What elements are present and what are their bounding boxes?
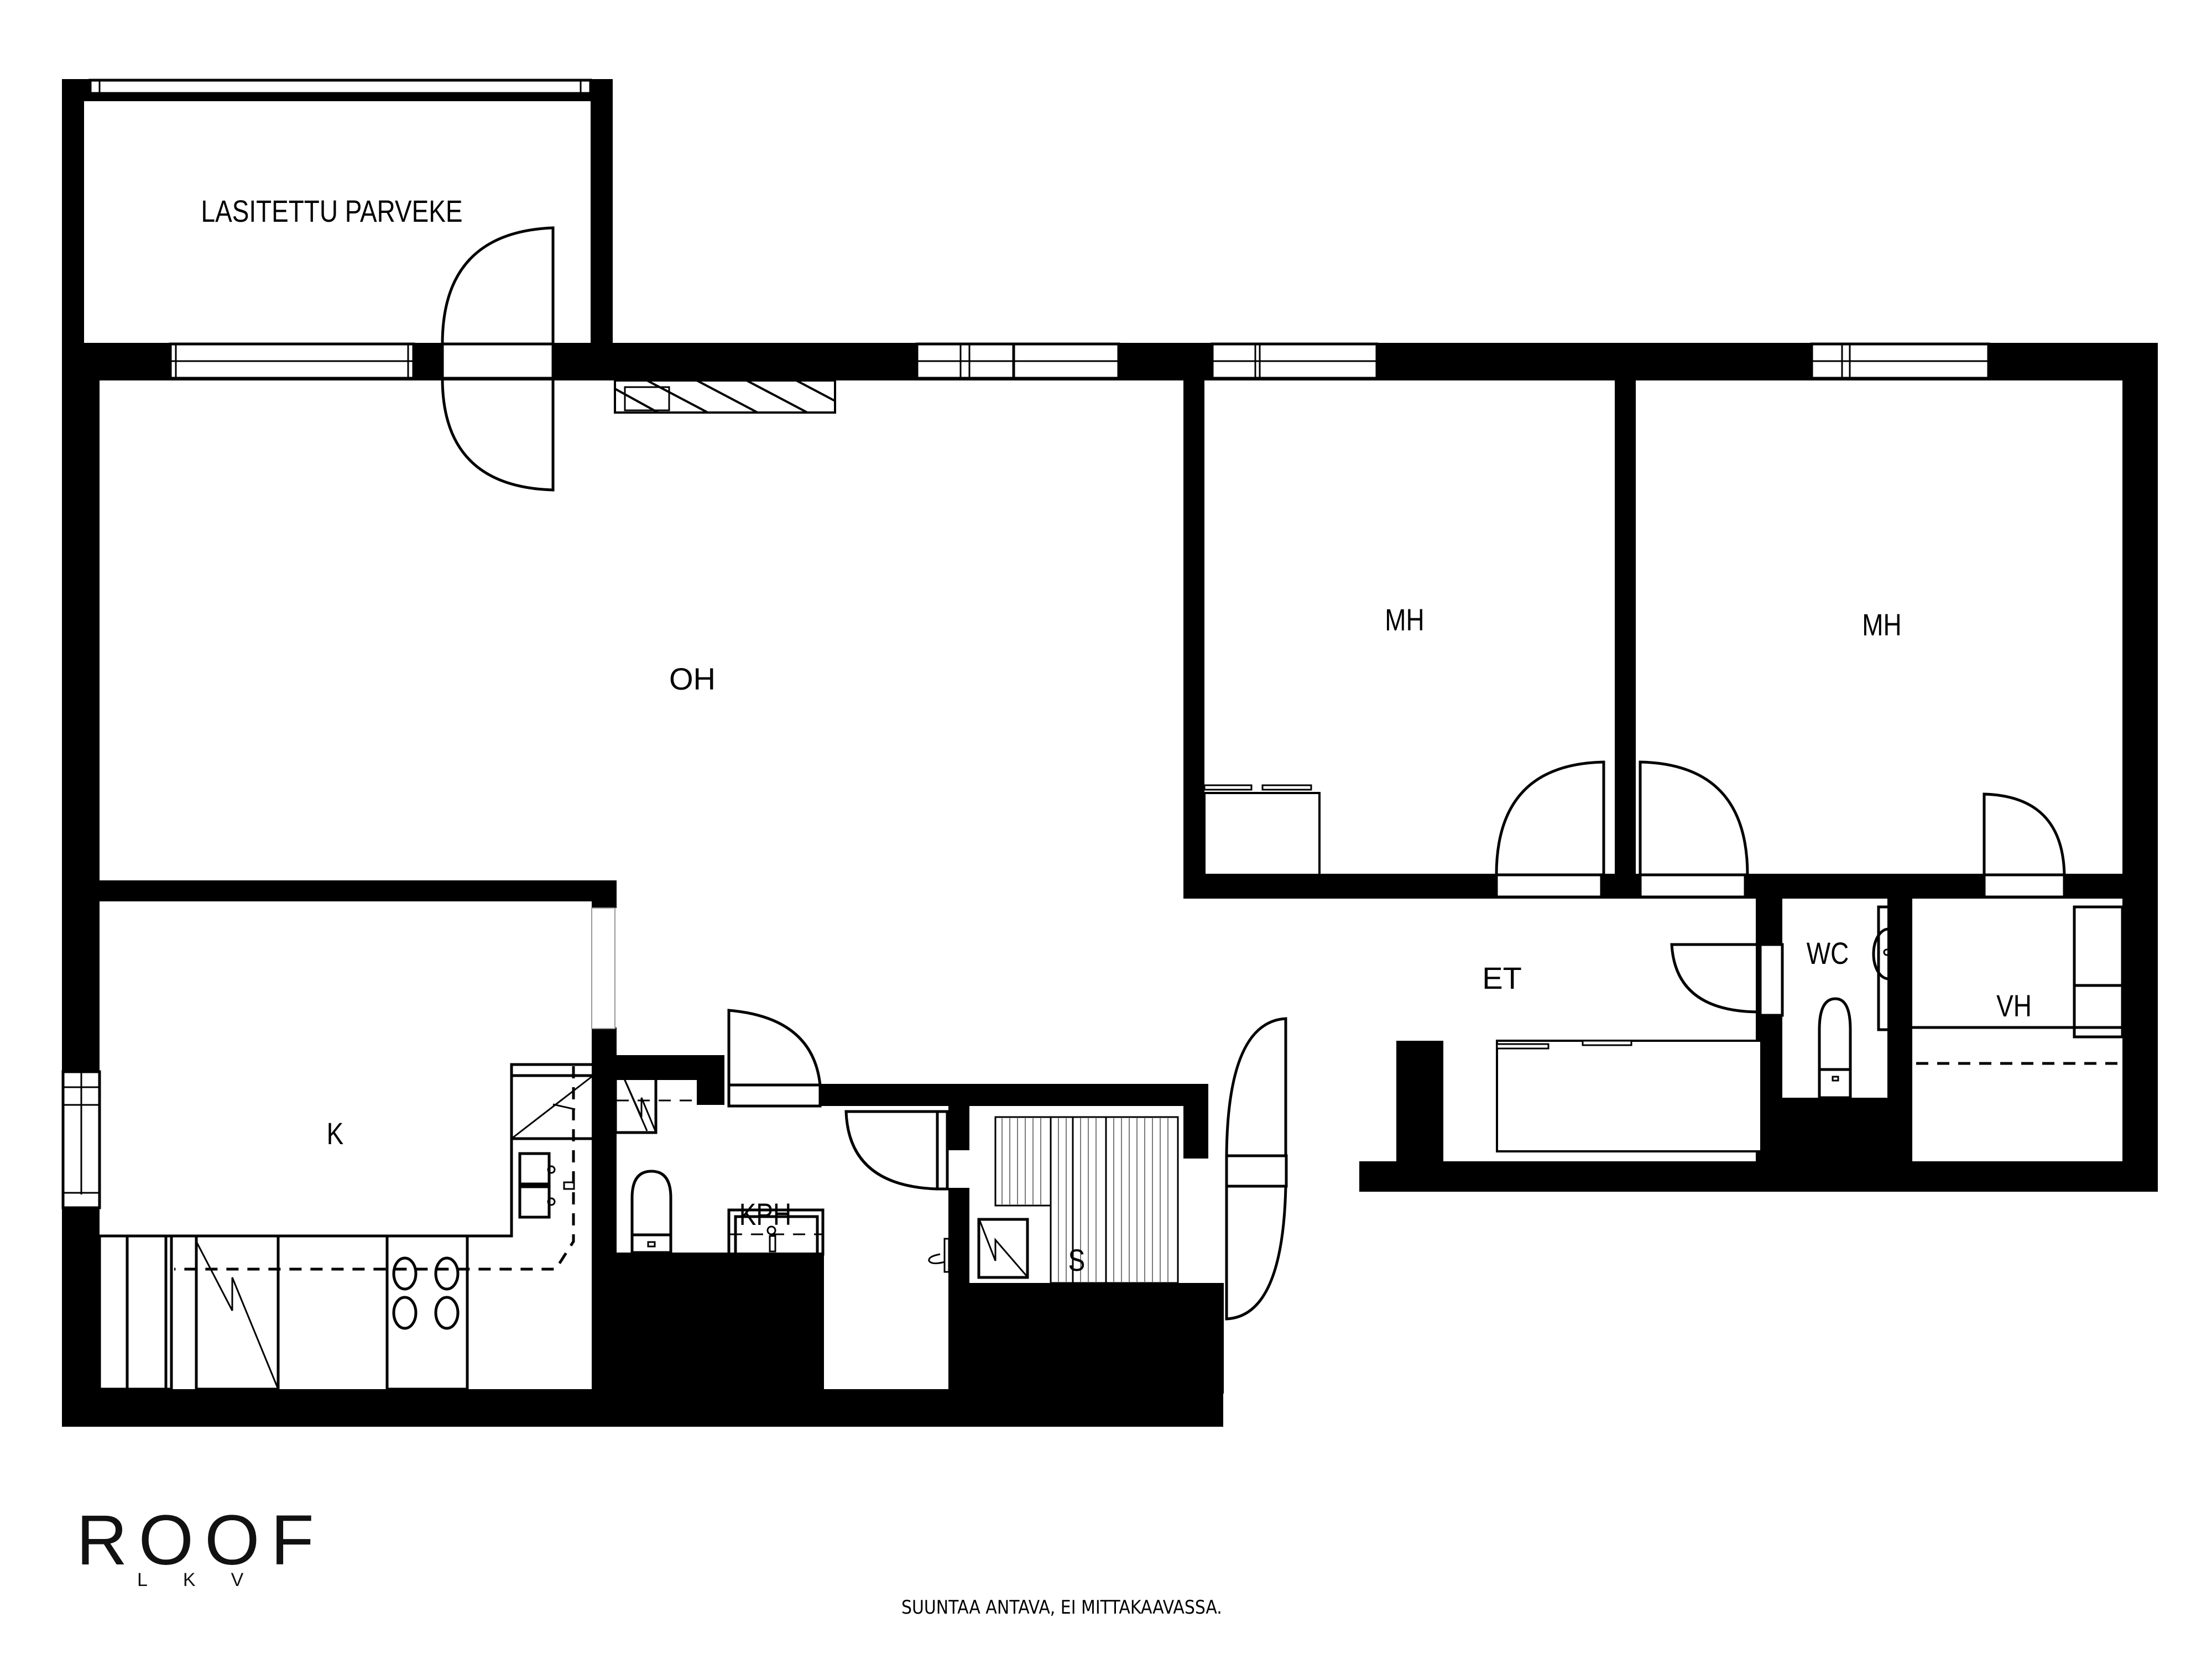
- window-icon: [915, 342, 1015, 380]
- brand-logo-subtitle: LKV: [137, 1569, 279, 1590]
- room-label-toilet: WC: [1806, 936, 1849, 971]
- appliance-icon: [511, 1076, 592, 1140]
- brand-logo: ROOF: [76, 1501, 325, 1580]
- wardrobe-icon: [1912, 905, 2124, 1065]
- room-label-bedroom-2: MH: [1862, 607, 1902, 642]
- toilet-icon: [630, 1170, 672, 1254]
- wardrobe-icon: [1496, 1040, 1762, 1152]
- doors: [441, 226, 2066, 1321]
- toilet-icon: [1818, 997, 1852, 1099]
- bathroom-fixtures: [614, 1070, 950, 1273]
- window-icon: [88, 79, 592, 95]
- door-swing-icon: [1670, 943, 1784, 1017]
- appliance-icon: [195, 1234, 280, 1391]
- door-swing-icon: [1639, 760, 1749, 899]
- door-swing-icon: [1495, 760, 1605, 899]
- room-label-walk-in-closet: VH: [1996, 988, 2032, 1023]
- sauna-bench-icon: [994, 1116, 1179, 1284]
- window-icon: [61, 1070, 101, 1209]
- kitchen-fixtures: [98, 1063, 592, 1391]
- room-label-living-room: OH: [669, 661, 716, 696]
- door-swing-icon: [441, 226, 555, 492]
- door-swing-icon: [1983, 792, 2066, 899]
- door-swing-icon: [844, 1110, 949, 1191]
- sink-icon: [727, 1208, 825, 1256]
- room-label-bathroom: KPH: [739, 1197, 792, 1232]
- sink-icon: [1872, 905, 1909, 1031]
- room-label-entrance-hall: ET: [1482, 961, 1522, 995]
- window-icon: [1211, 342, 1379, 380]
- windows: [61, 79, 1990, 1209]
- door-swing-icon: [1225, 1017, 1288, 1321]
- fireplace-icon: [614, 379, 836, 414]
- sauna-heater-icon: [977, 1218, 1029, 1279]
- stove-icon: [385, 1234, 469, 1391]
- room-label-balcony: LASITETTU PARVEKE: [201, 194, 463, 228]
- faucet-icon: [928, 1238, 950, 1273]
- window-icon: [1012, 342, 1120, 380]
- window-icon: [169, 342, 415, 380]
- room-label-kitchen: K: [326, 1116, 344, 1151]
- window-icon: [1810, 342, 1990, 380]
- room-label-bedroom-1: MH: [1385, 602, 1425, 637]
- room-label-sauna: S: [1068, 1243, 1086, 1277]
- sink-icon: [518, 1152, 575, 1219]
- sauna-fixtures: [977, 1116, 1179, 1284]
- wardrobe-icon: [1203, 784, 1321, 876]
- door-swing-icon: [727, 1009, 822, 1108]
- shower-icon: [614, 1070, 700, 1134]
- scale-disclaimer: SUUNTAA ANTAVA, EI MITTAKAAVASSA.: [901, 1597, 1222, 1619]
- wc-fixtures: [1818, 905, 1909, 1099]
